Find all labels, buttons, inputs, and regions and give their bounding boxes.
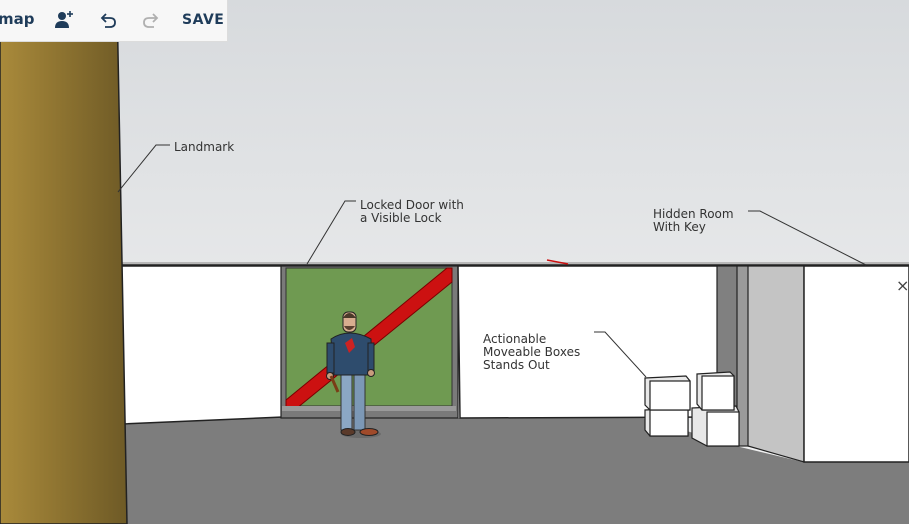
hidden-room-label: Hidden Room With Key: [653, 207, 734, 234]
redo-icon: [143, 13, 159, 28]
add-user-button[interactable]: [52, 6, 76, 34]
save-button[interactable]: SAVE: [182, 12, 225, 28]
person-figure: [326, 311, 381, 438]
wall-top-edge: [120, 262, 909, 266]
undo-button[interactable]: [96, 6, 120, 34]
box[interactable]: [644, 407, 689, 437]
moveable-boxes[interactable]: [644, 371, 740, 447]
right-wall: [803, 265, 909, 463]
box[interactable]: [644, 375, 691, 411]
box[interactable]: [691, 405, 740, 447]
redo-button[interactable]: [139, 6, 163, 34]
landmark-pillar[interactable]: [0, 0, 128, 524]
map-tab[interactable]: map: [0, 10, 35, 28]
boxes-label: Actionable Moveable Boxes Stands Out: [483, 332, 581, 372]
close-icon[interactable]: ×: [896, 276, 909, 295]
leader-lines: [117, 144, 867, 378]
left-wall: [119, 265, 284, 425]
locked-door-label: Locked Door with a Visible Lock: [360, 198, 464, 225]
top-toolbar: map SAVE: [0, 0, 228, 42]
key-marker: [546, 259, 569, 265]
add-user-icon: [55, 11, 73, 28]
landmark-label: Landmark: [174, 140, 235, 154]
undo-icon: [100, 13, 116, 28]
box[interactable]: [696, 371, 735, 411]
